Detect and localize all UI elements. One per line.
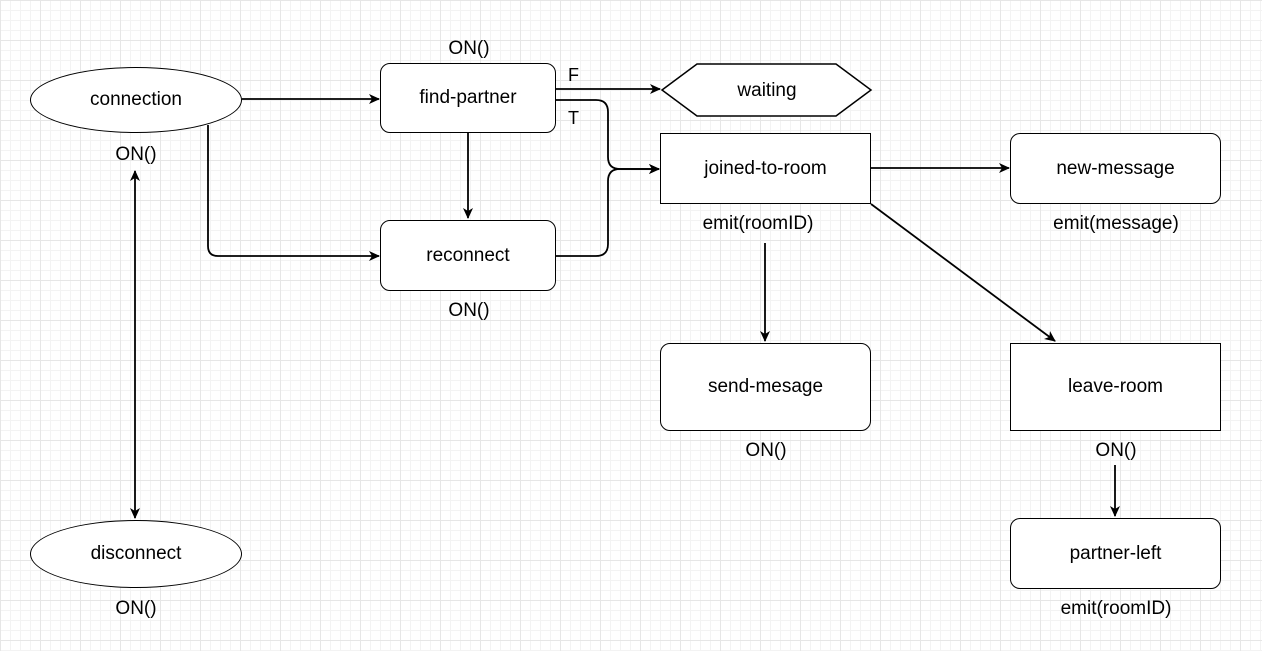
- reconnect-node-label: reconnect: [426, 244, 510, 266]
- send-mesage-node[interactable]: send-mesage: [660, 343, 871, 431]
- partner-left-node-label: partner-left: [1069, 542, 1162, 564]
- waiting-node-shape[interactable]: [660, 63, 873, 117]
- edge-connection-to-reconnect[interactable]: [207, 125, 380, 261]
- leave-room-node[interactable]: leave-room: [1010, 343, 1221, 431]
- reconnect-annotation: ON(): [448, 300, 490, 321]
- disconnect-node[interactable]: disconnect: [30, 520, 242, 588]
- leave-room-node-label: leave-room: [1067, 376, 1164, 397]
- joined-to-room-annotation: emit(roomID): [702, 213, 814, 234]
- find-partner-node[interactable]: find-partner: [380, 63, 556, 133]
- partner-left-annotation: emit(roomID): [1060, 598, 1172, 619]
- waiting-node-label: waiting: [737, 80, 797, 101]
- send-mesage-node-label: send-mesage: [707, 376, 824, 397]
- partner-left-node[interactable]: partner-left: [1010, 518, 1221, 589]
- joined-to-room-node[interactable]: joined-to-room: [660, 133, 871, 204]
- edge-label-false: F: [568, 65, 579, 85]
- find-partner-annotation: ON(): [448, 38, 490, 59]
- find-partner-node-label: find-partner: [419, 87, 517, 108]
- edge-joined-to-leave-room[interactable]: [870, 203, 1056, 342]
- leave-room-annotation: ON(): [1095, 440, 1137, 461]
- edge-label-true: T: [568, 108, 579, 128]
- connection-node-label: connection: [90, 89, 182, 110]
- edge-reconnect-to-joined[interactable]: [556, 164, 660, 257]
- new-message-node[interactable]: new-message: [1010, 133, 1221, 204]
- new-message-node-label: new-message: [1056, 157, 1175, 179]
- send-mesage-annotation: ON(): [745, 440, 787, 461]
- new-message-annotation: emit(message): [1053, 213, 1179, 234]
- disconnect-node-label: disconnect: [90, 543, 182, 564]
- reconnect-node[interactable]: reconnect: [380, 220, 556, 291]
- edge-find-partner-to-joined[interactable]: [556, 99, 660, 174]
- disconnect-annotation: ON(): [115, 598, 157, 619]
- joined-to-room-node-label: joined-to-room: [704, 157, 827, 179]
- connection-node[interactable]: connection: [30, 67, 242, 133]
- connection-annotation: ON(): [115, 144, 157, 165]
